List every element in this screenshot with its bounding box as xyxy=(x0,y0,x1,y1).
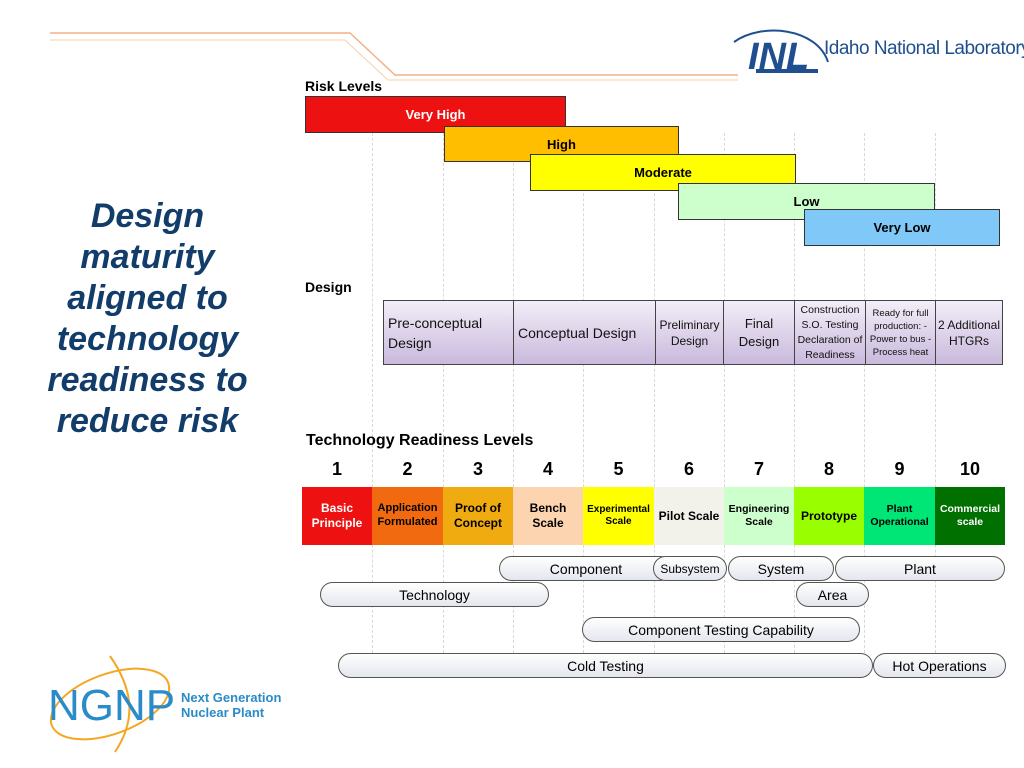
scale-bar-subsystem: Subsystem xyxy=(653,556,727,581)
inl-logo: INL Idaho National Laboratory xyxy=(732,22,1024,74)
trl-number: 1 xyxy=(331,459,342,479)
design-stage-final: Final Design xyxy=(723,300,795,365)
trl-number: 6 xyxy=(683,459,694,479)
trl-number: 3 xyxy=(472,459,483,479)
design-stage-conceptual: Conceptual Design xyxy=(513,300,656,365)
trl-level-cell: Bench Scale xyxy=(513,487,583,545)
trl-number: 5 xyxy=(613,459,624,479)
trl-level-cell: Experimental Scale xyxy=(583,487,654,545)
trl-number: 8 xyxy=(823,459,834,479)
page-title: Design maturity aligned to technology re… xyxy=(47,197,248,440)
column-guide-line xyxy=(794,133,795,653)
column-guide-line xyxy=(583,133,584,653)
design-stage-additional-htgrs: 2 Additional HTGRs xyxy=(935,300,1003,365)
trl-number: 9 xyxy=(894,459,905,479)
inl-logo-text: Idaho National Laboratory xyxy=(824,38,1024,59)
trl-label: Technology Readiness Levels xyxy=(306,432,534,449)
ngnp-logo-line2: Nuclear Plant xyxy=(181,705,265,720)
design-stage-construction: Construction S.O. Testing Declaration of… xyxy=(794,300,866,365)
trl-number: 4 xyxy=(542,459,553,479)
column-guide-line xyxy=(724,133,725,653)
scale-bar-component: Component xyxy=(499,556,673,581)
column-guide-line xyxy=(513,133,514,653)
scale-bar-component-testing-capability: Component Testing Capability xyxy=(582,617,860,642)
trl-level-cell: Proof of Concept xyxy=(443,487,513,545)
header-decor-line xyxy=(50,32,738,81)
design-stage-production: Ready for full production: -Power to bus… xyxy=(865,300,936,365)
trl-level-cell: Commercial scale xyxy=(935,487,1005,545)
scale-bar-hot-operations: Hot Operations xyxy=(873,653,1006,678)
design-stage-preliminary: Preliminary Design xyxy=(655,300,724,365)
column-guide-line xyxy=(443,133,444,653)
ngnp-logo: NGNP Next Generation Nuclear Plant xyxy=(40,652,300,758)
ngnp-logo-mark: NGNP xyxy=(48,681,175,730)
scale-bar-technology: Technology xyxy=(320,582,549,607)
trl-number: 2 xyxy=(402,459,413,479)
scale-bar-area: Area xyxy=(796,582,869,607)
trl-level-cell: Application Formulated xyxy=(372,487,443,545)
risk-bar-very-low: Very Low xyxy=(804,209,1000,246)
design-label: Design xyxy=(305,279,352,295)
scale-bar-cold-testing: Cold Testing xyxy=(338,653,873,678)
trl-level-cell: Pilot Scale xyxy=(654,487,724,545)
column-guide-line xyxy=(372,133,373,653)
trl-level-cell: Basic Principle xyxy=(302,487,372,545)
trl-level-cell: Prototype xyxy=(794,487,864,545)
column-guide-line xyxy=(864,133,865,653)
design-stage-preconceptual: Pre-conceptual Design xyxy=(383,300,514,365)
trl-number: 7 xyxy=(753,459,764,479)
trl-level-cell: Plant Operational xyxy=(864,487,935,545)
column-guide-line xyxy=(654,133,655,653)
scale-bar-system: System xyxy=(728,556,834,581)
inl-logo-mark: INL xyxy=(748,36,809,74)
trl-number: 10 xyxy=(959,459,981,479)
risk-levels-label: Risk Levels xyxy=(305,78,383,94)
scale-bar-plant: Plant xyxy=(835,556,1005,581)
ngnp-logo-line1: Next Generation xyxy=(181,690,281,705)
trl-level-cell: Engineering Scale xyxy=(724,487,794,545)
column-guide-line xyxy=(935,133,936,653)
